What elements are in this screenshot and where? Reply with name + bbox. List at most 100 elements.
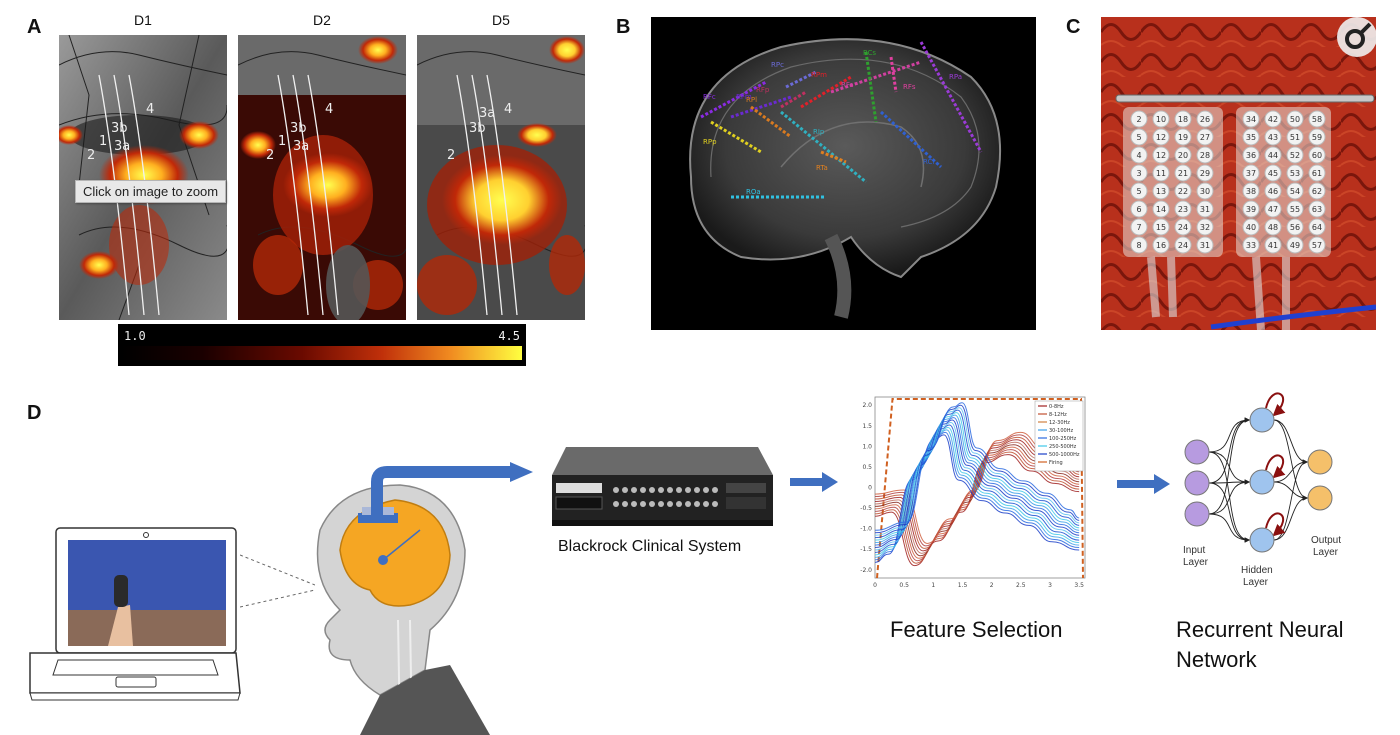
electrode-contact xyxy=(1174,164,1192,182)
electrode-number: 27 xyxy=(1200,133,1210,142)
electrode-number: 30 xyxy=(1200,187,1210,196)
legend-label: 12-30Hz xyxy=(1049,420,1070,426)
electrode-contact xyxy=(1242,182,1260,200)
series-line-blue xyxy=(874,426,1080,556)
series-line-blue xyxy=(874,431,1080,561)
digit-title-d5: D5 xyxy=(492,12,510,28)
series-line-red xyxy=(874,449,1080,562)
electrode-contact xyxy=(1286,182,1304,200)
electrode-strip xyxy=(700,80,767,119)
electrode-number: 55 xyxy=(1290,205,1300,214)
fmri-map-d1[interactable]: 3a 4 3b 1 2 xyxy=(59,35,227,320)
electrode-number: 5 xyxy=(1136,133,1141,142)
electrode-contact xyxy=(1196,236,1214,254)
electrode-strip xyxy=(730,95,792,119)
electrode-label: RPc xyxy=(771,61,784,69)
area-label: 3b xyxy=(290,121,307,136)
electrode-number: 48 xyxy=(1268,223,1278,232)
electrode-contact xyxy=(1242,128,1260,146)
electrode-contact xyxy=(1264,200,1282,218)
zoom-tooltip[interactable]: Click on image to zoom xyxy=(75,180,227,203)
electrode-contact xyxy=(1152,164,1170,182)
series-line-blue xyxy=(874,424,1080,553)
y-tick-label: 1.5 xyxy=(862,423,872,430)
electrode-contact xyxy=(1196,128,1214,146)
electrode-strip xyxy=(785,70,817,89)
electrode-contact xyxy=(1196,218,1214,236)
electrode-number: 39 xyxy=(1246,205,1256,214)
electrode-contact xyxy=(1196,182,1214,200)
electrode-contact xyxy=(1152,200,1170,218)
series-line-blue xyxy=(874,407,1080,536)
y-tick-label: 2.0 xyxy=(862,402,872,409)
area-label: 3b xyxy=(111,121,128,136)
electrode-number: 33 xyxy=(1246,241,1256,250)
electrode-number: 10 xyxy=(1156,115,1166,124)
electrode-contact xyxy=(1152,218,1170,236)
electrode-contact xyxy=(1308,200,1326,218)
electrode-contact xyxy=(1130,146,1148,164)
electrode-contact xyxy=(1152,146,1170,164)
electrode-number: 24 xyxy=(1178,241,1188,250)
y-tick-label: 0 xyxy=(868,485,872,492)
fmri-map-d2[interactable]: 3a 4 3b 1 2 xyxy=(238,35,406,320)
electrode-contact xyxy=(1130,128,1148,146)
electrode-label: RFc xyxy=(703,93,716,101)
area-label: 2 xyxy=(87,148,95,163)
panel-label-a: A xyxy=(27,16,42,38)
electrode-contact xyxy=(1286,128,1304,146)
area-label: 4 xyxy=(504,102,512,117)
series-line-red xyxy=(874,451,1080,564)
electrode-number: 61 xyxy=(1312,169,1322,178)
electrode-number: 31 xyxy=(1200,241,1210,250)
network-caption-line1: Recurrent Neural xyxy=(1176,617,1344,642)
electrode-contact xyxy=(1264,182,1282,200)
recurrent-loop-arrow xyxy=(1265,392,1286,417)
legend-label: 500-1000Hz xyxy=(1049,452,1080,458)
area-label: 3a xyxy=(293,139,309,154)
electrode-contact xyxy=(1130,200,1148,218)
legend-label: 100-250Hz xyxy=(1049,436,1077,442)
area-label: 3a xyxy=(114,139,130,154)
recurrent-loop-arrow xyxy=(1265,512,1286,537)
electrode-number: 28 xyxy=(1200,151,1210,160)
x-tick-label: 0.5 xyxy=(899,582,909,589)
digit-title-d1: D1 xyxy=(134,12,152,28)
electrode-contact xyxy=(1130,110,1148,128)
electrode-number: 12 xyxy=(1156,151,1166,160)
electrode-contact xyxy=(1174,218,1192,236)
electrode-number: 38 xyxy=(1246,187,1256,196)
electrode-label: RFs xyxy=(903,83,916,91)
panel-label-b: B xyxy=(616,16,631,38)
electrode-contact xyxy=(1242,236,1260,254)
electrode-number: 6 xyxy=(1136,205,1141,214)
legend-label: 0-8Hz xyxy=(1049,404,1064,410)
electrode-contact xyxy=(1308,146,1326,164)
electrode-label: ROa xyxy=(746,188,761,196)
digit-title-d2: D2 xyxy=(313,12,331,28)
x-tick-label: 0 xyxy=(873,582,877,589)
electrode-contact xyxy=(1130,236,1148,254)
electrode-strip xyxy=(780,110,867,184)
electrode-contact xyxy=(1196,110,1214,128)
electrode-contact xyxy=(1264,164,1282,182)
electrode-contact xyxy=(1286,218,1304,236)
electrode-contact xyxy=(1152,182,1170,200)
legend-label: 250-500Hz xyxy=(1049,444,1077,450)
firing-rate-line xyxy=(876,398,1084,579)
zoom-lens-icon[interactable] xyxy=(1337,17,1376,57)
hidden-node xyxy=(1249,407,1275,433)
electrode-number: 21 xyxy=(1178,169,1188,178)
x-tick-label: 3 xyxy=(1048,582,1052,589)
fmri-map-d5[interactable]: 3a 4 3b 2 xyxy=(417,35,585,320)
electrode-contact xyxy=(1286,236,1304,254)
electrode-strip xyxy=(864,51,878,123)
electrode-contact xyxy=(1174,182,1192,200)
electrode-label: RCi xyxy=(923,158,934,166)
electrode-number: 63 xyxy=(1312,205,1322,214)
panel-label-c: C xyxy=(1066,16,1081,38)
